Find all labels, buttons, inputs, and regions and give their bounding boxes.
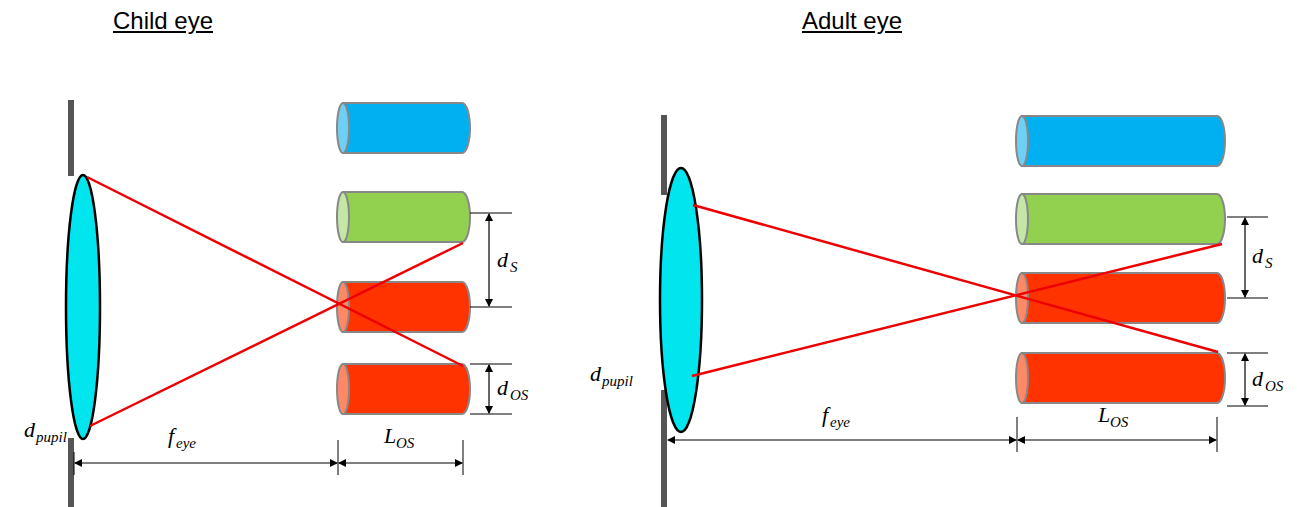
dimension-subscript: OS bbox=[510, 387, 528, 404]
dimension-subscript: pupil bbox=[602, 373, 633, 390]
adult-eye bbox=[660, 115, 1268, 507]
dimension-symbol: d bbox=[1252, 367, 1263, 391]
dimension-subscript: S bbox=[1265, 255, 1273, 272]
dimension-symbol: L bbox=[384, 424, 396, 448]
dimension-symbol: f bbox=[822, 403, 828, 427]
dimension-symbol: d bbox=[497, 248, 508, 272]
dimension-subscript: OS bbox=[1265, 378, 1283, 395]
dimension-symbol: L bbox=[1098, 403, 1110, 427]
dimension-subscript: OS bbox=[1110, 414, 1128, 431]
dimension-subscript: eye bbox=[830, 414, 850, 431]
child-eye bbox=[66, 100, 512, 507]
dimension-symbol: d bbox=[497, 376, 508, 400]
figure-title: Adult eye bbox=[802, 8, 902, 34]
figure-title: Child eye bbox=[113, 8, 213, 34]
dimension-symbol: d bbox=[590, 362, 601, 386]
dimension-symbol: d bbox=[1252, 244, 1263, 268]
dimension-subscript: eye bbox=[176, 435, 196, 452]
dimension-subscript: S bbox=[510, 259, 518, 276]
dimension-symbol: d bbox=[24, 418, 35, 442]
dimension-subscript: OS bbox=[396, 435, 414, 452]
dimension-subscript: pupil bbox=[36, 429, 67, 446]
dimension-symbol: f bbox=[168, 424, 174, 448]
